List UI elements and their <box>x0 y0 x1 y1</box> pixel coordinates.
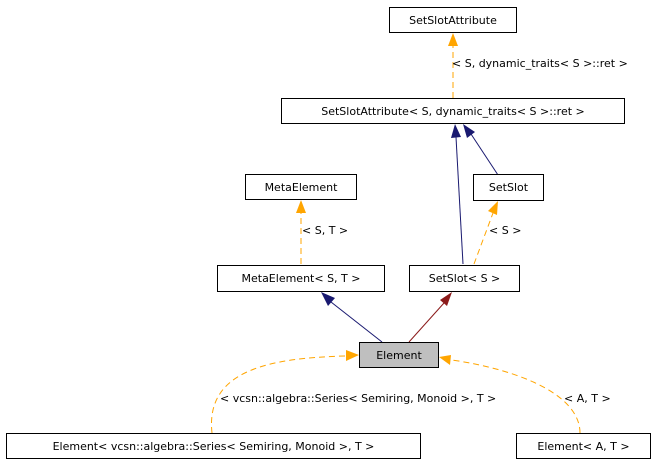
arrowhead-ssa-template <box>448 33 458 46</box>
edge-label-ss-template: < S > <box>489 224 522 237</box>
edge-ss-template <box>473 212 494 265</box>
edge-label-ssa-template: < S, dynamic_traits< S >::ret > <box>452 57 628 70</box>
arrowhead-element-setslot <box>440 292 452 306</box>
arrowhead-me-template <box>296 200 306 213</box>
edge-series-template <box>211 355 346 434</box>
edge-label-series-template: < vcsn::algebra::Series< Semiring, Monoi… <box>220 392 497 405</box>
arrowhead-setslotinst-ssa <box>451 124 461 138</box>
edge-element-setslot <box>408 302 445 343</box>
node-setslotattribute[interactable]: SetSlotAttribute <box>389 7 517 33</box>
node-element-at[interactable]: Element< A, T > <box>516 433 651 459</box>
arrowhead-series-template <box>346 350 359 361</box>
edge-label-me-template: < S, T > <box>302 224 349 237</box>
node-metaelement[interactable]: MetaElement <box>245 174 357 200</box>
node-setslotattribute-instance[interactable]: SetSlotAttribute< S, dynamic_traits< S >… <box>281 98 625 124</box>
edge-at-template <box>451 359 581 434</box>
edge-label-at-template: < A, T > <box>564 392 611 405</box>
node-metaelement-instance[interactable]: MetaElement< S, T > <box>217 265 385 292</box>
node-element[interactable]: Element <box>359 342 439 368</box>
arrowhead-setslot-ssa <box>463 124 475 138</box>
node-setslot-instance[interactable]: SetSlot< S > <box>409 265 520 292</box>
edge-setslotinst-ssa <box>455 136 464 265</box>
arrowhead-at-template <box>439 355 451 365</box>
arrowhead-element-me <box>321 292 335 306</box>
edge-element-me <box>330 301 383 343</box>
node-element-series[interactable]: Element< vcsn::algebra::Series< Semiring… <box>6 433 421 459</box>
node-setslot[interactable]: SetSlot <box>473 174 544 201</box>
edge-setslot-ssa <box>470 133 499 176</box>
arrowhead-ss-template <box>488 201 498 215</box>
